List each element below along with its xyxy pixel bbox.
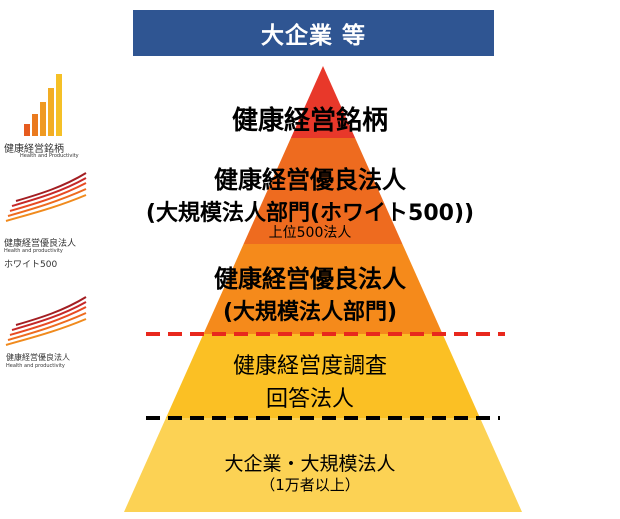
tier4-line2: 回答法人 [265, 387, 354, 412]
tier2-line1: 健康経営優良法人 [214, 166, 406, 194]
tier2-line2: (大規模法人部門(ホワイト500)) [145, 201, 475, 226]
wave-logo-icon [5, 172, 87, 222]
logo2-title: 健康経営優良法人 [4, 239, 77, 249]
logo2-extra: ホワイト500 [4, 260, 58, 270]
logo3-title: 健康経営優良法人 [6, 353, 70, 362]
tier5-line1: 大企業・大規模法人 [224, 453, 396, 475]
tier3-line2: (大規模法人部門) [222, 300, 398, 325]
logo1-title: 健康経営銘柄 [4, 144, 64, 155]
bar-chart-logo-icon [24, 74, 62, 136]
logo2-subtitle: Health and productivity [4, 248, 63, 254]
wave-logo-icon [5, 296, 87, 346]
pyramid-tier-5 [124, 418, 522, 512]
tier3-line1: 健康経営優良法人 [214, 265, 406, 293]
logo1-subtitle: Health and Productivity [20, 153, 79, 159]
logo3-subtitle: Health and productivity [6, 363, 65, 369]
page-title: 大企業 等 [133, 10, 494, 56]
tier4-line1: 健康経営度調査 [232, 354, 387, 379]
tier5-line2: （1万者以上） [260, 476, 360, 494]
tier1-label: 健康経営銘柄 [231, 106, 388, 136]
tier2-note: 上位500法人 [268, 225, 352, 241]
